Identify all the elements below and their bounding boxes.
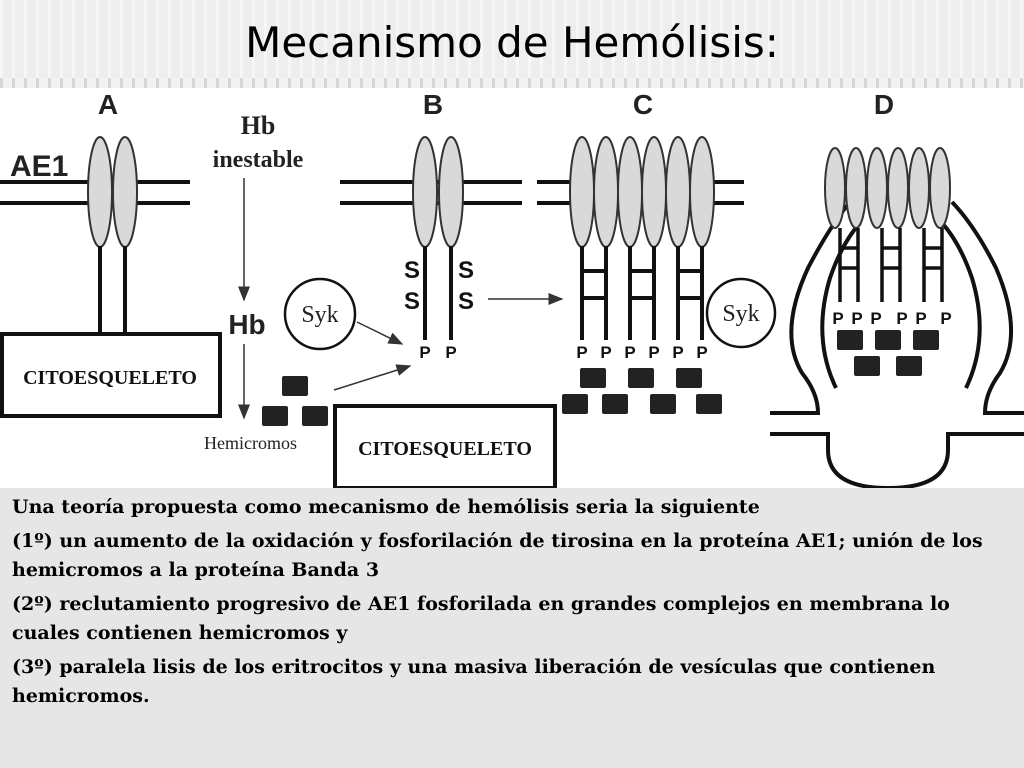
ae1-protein-cluster-c (569, 136, 715, 248)
panel-a: A AE1 CITOESQUELETO (0, 89, 222, 418)
p-label: P (624, 343, 635, 362)
hemicromo-blocks-c (562, 368, 722, 414)
p-label: P (672, 343, 683, 362)
p-label: P (600, 343, 611, 362)
hb-inestable-line2: inestable (213, 147, 304, 173)
p-label: P (696, 343, 707, 362)
panel-b: B S S S S P P C (333, 89, 564, 488)
crosslinks-d (840, 246, 942, 270)
hb-inestable-line1: Hb (241, 111, 276, 140)
p-label: P (419, 343, 430, 362)
p-label: P (940, 309, 951, 328)
phospho-b: P P (419, 343, 456, 362)
step-1-paragraph: (1º) un aumento de la oxidación y fosfor… (12, 530, 983, 581)
syk-left: Syk (283, 277, 412, 391)
panel-d: D (770, 89, 1024, 488)
hemicromo-blocks-left (262, 376, 328, 426)
p-label: P (896, 309, 907, 328)
citoesqueleto-box-b (333, 404, 557, 488)
ae1-protein-cluster-d (824, 147, 951, 229)
p-label: P (915, 309, 926, 328)
hemolysis-diagram: A AE1 CITOESQUELETO Hb inestable Hb (0, 88, 1024, 488)
s-label: S (404, 257, 420, 284)
vesicle-membrane-d (770, 200, 1024, 488)
p-label: P (832, 309, 843, 328)
disulfide-bond-b: S S S S (404, 257, 474, 315)
crosslinks-c (582, 269, 702, 300)
ae1-protein-pair-b (412, 136, 464, 248)
anchor-lines-c (580, 246, 704, 340)
anchor-lines-b (423, 246, 453, 340)
panel-d-label: D (874, 89, 894, 120)
panel-c: C (537, 89, 777, 414)
panel-b-label: B (423, 89, 443, 120)
slide-title: Mecanismo de Hemólisis: (245, 18, 779, 67)
hemicromo-blocks-d (837, 330, 939, 376)
title-bar: Mecanismo de Hemólisis: (0, 0, 1024, 88)
ae1-protein-pair-a (87, 136, 138, 248)
explanation-text: Una teoría propuesta como mecanismo de h… (12, 493, 1012, 716)
citoesqueleto-label-a: CITOESQUELETO (23, 367, 197, 389)
ae1-label: AE1 (10, 150, 68, 183)
s-label: S (458, 257, 474, 284)
step-3-paragraph: (3º) paralela lisis de los eritrocitos y… (12, 656, 936, 707)
syk-label-right: Syk (722, 301, 759, 327)
phospho-c: P P P P P P (576, 343, 707, 362)
syk-label-left: Syk (301, 302, 338, 328)
p-label: P (445, 343, 456, 362)
hb-column: Hb inestable Hb Hemicromos (204, 111, 328, 453)
intro-paragraph: Una teoría propuesta como mecanismo de h… (12, 496, 760, 518)
anchor-lines-d (838, 228, 944, 302)
p-label: P (851, 309, 862, 328)
arrow-syk-to-b (356, 321, 404, 345)
p-label: P (576, 343, 587, 362)
diagram-svg: A AE1 CITOESQUELETO Hb inestable Hb (0, 89, 1024, 488)
hb-label: Hb (228, 309, 265, 340)
panel-a-label: A (98, 89, 118, 120)
panel-c-label: C (633, 89, 653, 120)
citoesqueleto-label-b: CITOESQUELETO (358, 438, 532, 460)
step-2-paragraph: (2º) reclutamiento progresivo de AE1 fos… (12, 593, 950, 644)
s-label: S (458, 288, 474, 315)
anchor-lines-a (98, 246, 127, 334)
citoesqueleto-box-a (0, 332, 222, 418)
arrow-hemicromos-to-b (333, 364, 412, 391)
phospho-d: P P P P P P (832, 309, 951, 328)
p-label: P (870, 309, 881, 328)
hemicromos-label: Hemicromos (204, 433, 297, 453)
s-label: S (404, 288, 420, 315)
p-label: P (648, 343, 659, 362)
